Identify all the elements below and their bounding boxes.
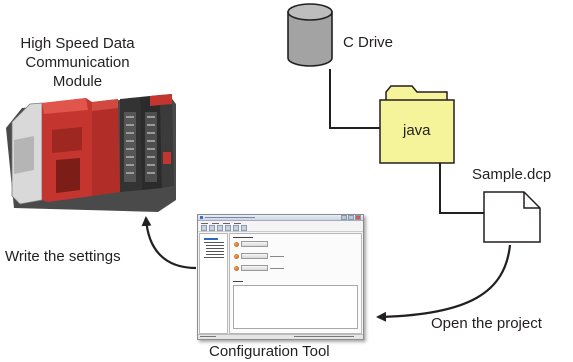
cylinder-drive-icon [287,3,333,67]
folder-icon [379,85,455,164]
ct-toolbar [198,225,363,232]
module-label-line1: High Speed Data [20,35,135,52]
write-settings-label: Write the settings [5,248,121,265]
module-label-line3: Module [52,73,103,90]
file-label: Sample.dcp [472,166,552,183]
document-icon [483,191,541,243]
write-settings-arrow [141,216,197,270]
open-project-arrow [376,244,512,322]
ct-log-area [233,285,358,329]
ct-project-tree [199,233,228,334]
configuration-tool-screenshot [197,214,364,340]
ct-statusbar [198,334,363,339]
drive-label: C Drive [343,34,394,51]
folder-label: java [403,122,431,139]
open-project-label: Open the project [431,315,542,332]
ct-main-panel [229,233,362,334]
plc-module-image [6,94,176,212]
ct-menubar [198,221,363,225]
folder-file-connector [439,163,484,214]
module-label: High Speed Data Communication Module [0,34,155,91]
ct-body [199,233,362,334]
ct-titlebar [198,215,363,221]
module-label-line2: Communication [25,54,130,71]
configuration-tool-label: Configuration Tool [209,343,330,360]
drive-folder-connector [329,69,386,129]
